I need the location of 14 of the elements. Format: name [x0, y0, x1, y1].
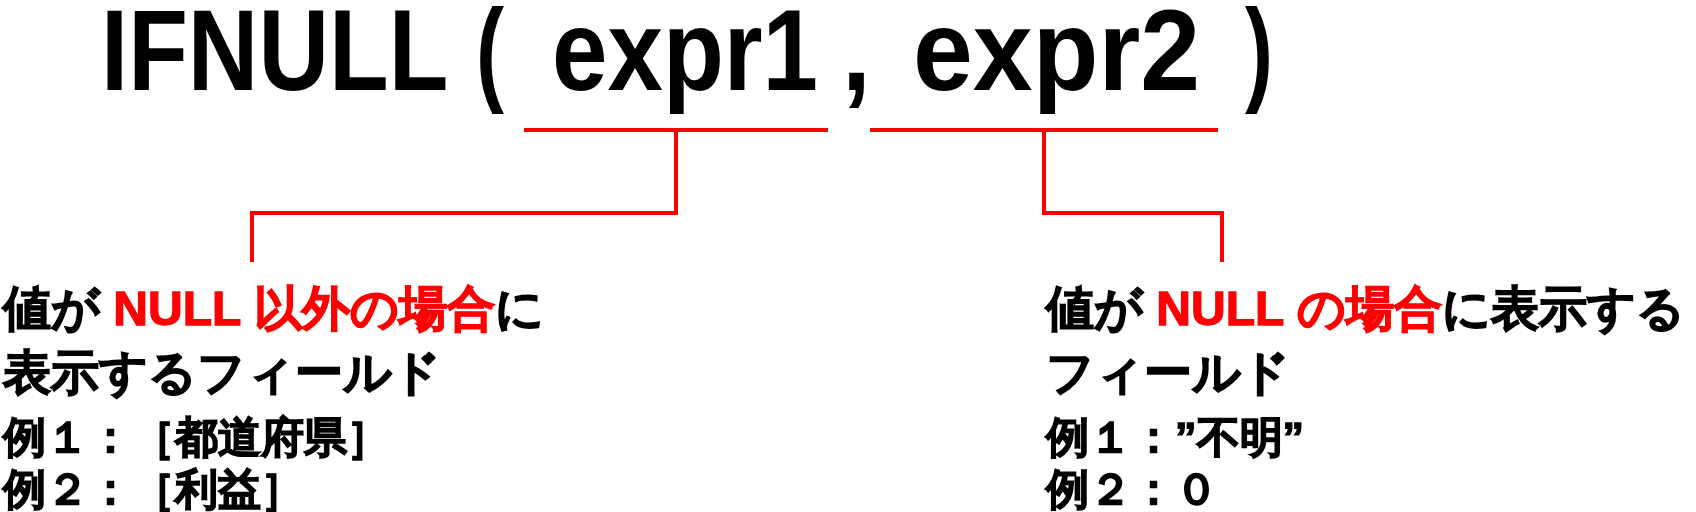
underlined-argument: expr2 — [870, 0, 1218, 132]
comma: , — [842, 0, 871, 116]
example-text: 例１：［都道府県］ — [3, 415, 391, 459]
function-name: IFNULL — [101, 0, 449, 116]
example-text: 例１：”不明” — [1046, 415, 1305, 459]
underlined-argument: expr1 — [524, 0, 828, 132]
example-text: 例２：０ — [1046, 467, 1219, 511]
description-text: 値が NULL の場合に表示するフィールド — [1046, 281, 1686, 401]
leader-line — [250, 132, 678, 262]
parenthesis: ( — [476, 0, 504, 116]
parenthesis: ) — [1245, 0, 1273, 116]
description-text: 値が NULL 以外の場合に表示するフィールド — [3, 281, 545, 401]
leader-line — [1042, 132, 1224, 262]
example-text: 例２：［利益］ — [3, 467, 305, 511]
